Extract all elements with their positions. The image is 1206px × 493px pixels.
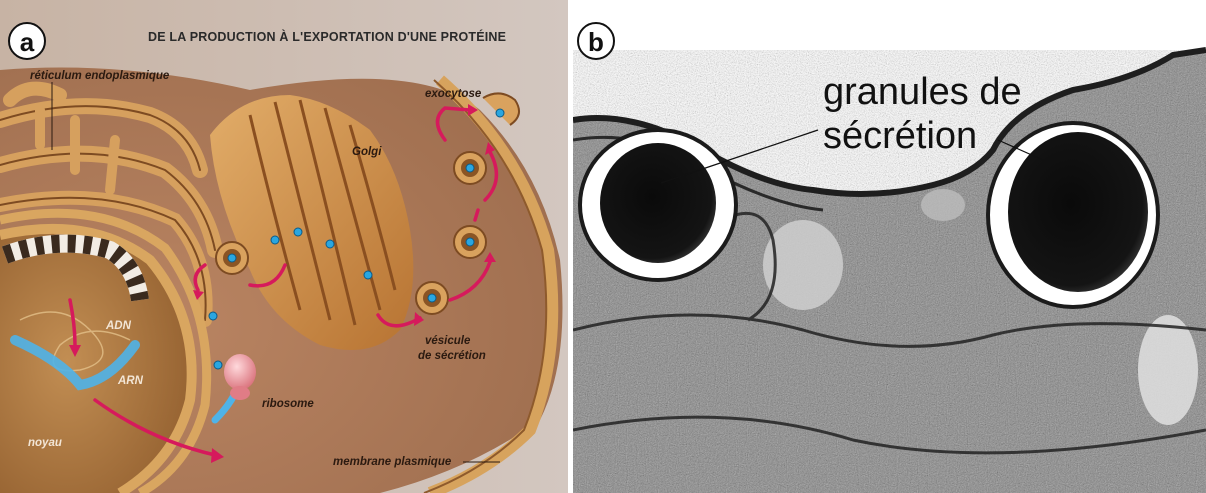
- label-ribosome: ribosome: [262, 398, 314, 410]
- panel-b-micrograph: b granules de sécrétion: [573, 0, 1206, 493]
- label-arn: ARN: [118, 375, 143, 387]
- granules-caption-line1: granules de: [823, 70, 1083, 114]
- vacuole-2: [1138, 315, 1198, 425]
- diagram-title: DE LA PRODUCTION À L'EXPORTATION D'UNE P…: [148, 30, 506, 44]
- label-membrane: membrane plasmique: [333, 456, 451, 468]
- panel-label-a: a: [8, 22, 46, 60]
- label-golgi: Golgi: [352, 146, 381, 158]
- panel-label-b: b: [577, 22, 615, 60]
- granules-caption-line2: sécrétion: [823, 114, 1083, 158]
- label-vesicule-line2: de sécrétion: [418, 350, 486, 362]
- label-noyau: noyau: [28, 437, 62, 449]
- label-exocytose: exocytose: [425, 88, 481, 100]
- granules-caption: granules de sécrétion: [823, 70, 1083, 158]
- label-reticulum: réticulum endoplasmique: [30, 70, 169, 82]
- secretion-granule-1: [580, 130, 736, 280]
- label-adn: ADN: [106, 320, 131, 332]
- panel-a-illustration: a DE LA PRODUCTION À L'EXPORTATION D'UNE…: [0, 0, 568, 493]
- label-vesicule-line1: vésicule: [425, 335, 470, 347]
